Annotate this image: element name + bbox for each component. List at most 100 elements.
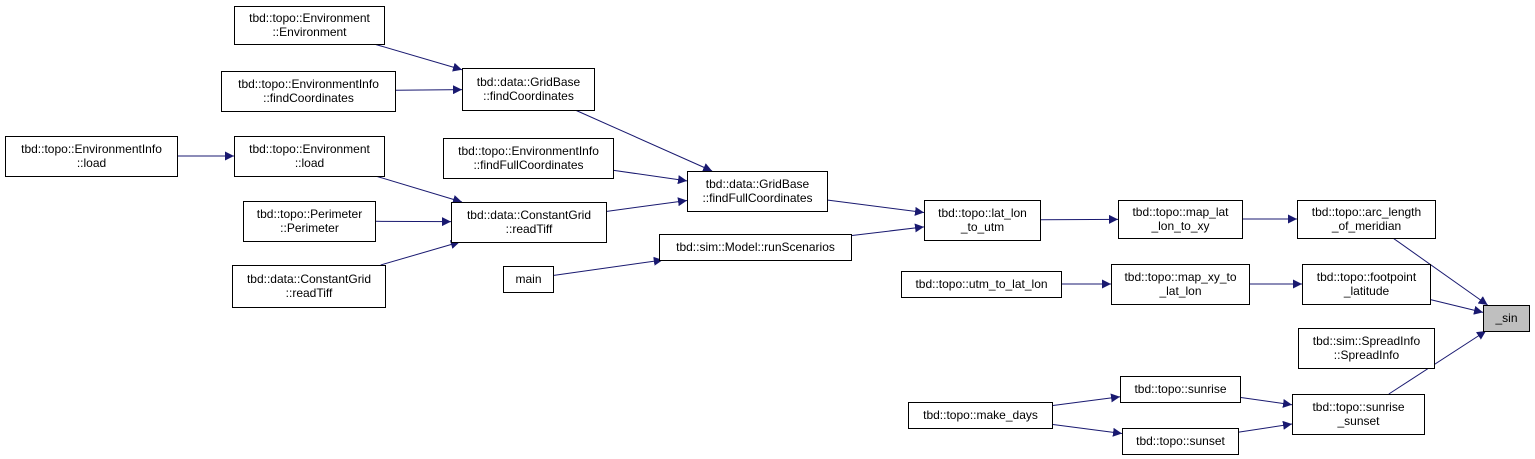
node-ei-find[interactable]: tbd::topo::EnvironmentInfo::findCoordina…: [221, 71, 396, 112]
node-label: ::Environment: [272, 25, 347, 39]
node-label: ::findCoordinates: [483, 89, 574, 103]
node-label: tbd::topo::map_lat: [1132, 205, 1229, 219]
node-sunset[interactable]: tbd::topo::sunset: [1122, 428, 1239, 455]
node-label: ::findFullCoordinates: [702, 191, 812, 205]
node-label: tbd::topo::arc_length: [1312, 205, 1421, 219]
node-box: [221, 71, 396, 112]
edge-make_days-to-sunrise: [1051, 393, 1121, 407]
node-box: [1122, 428, 1239, 455]
node-label: tbd::topo::sunrise: [1134, 382, 1226, 396]
node-label: tbd::topo::sunrise: [1312, 400, 1404, 414]
node-label: tbd::topo::Environment: [249, 11, 370, 25]
node-runscenarios[interactable]: tbd::sim::Model::runScenarios: [659, 234, 852, 261]
node-box: [1302, 264, 1431, 305]
node-box: [232, 265, 386, 308]
node-gb-findfull[interactable]: tbd::data::GridBase::findFullCoordinates: [687, 171, 828, 212]
node-label: _of_meridian: [1331, 219, 1401, 233]
edge-gb_find-to-gb_findfull: [574, 109, 713, 172]
node-footpoint[interactable]: tbd::topo::footpoint_latitude: [1302, 264, 1431, 305]
node-sin[interactable]: _sin: [1483, 305, 1530, 332]
node-box: [503, 266, 554, 293]
edge-env_load-to-cg_readtiff: [375, 175, 463, 204]
edge-env_env-to-gb_find: [373, 43, 463, 72]
node-label: tbd::sim::SpreadInfo: [1313, 334, 1421, 348]
node-box: [1292, 394, 1425, 435]
node-label: _to_utm: [960, 220, 1004, 234]
node-label: tbd::topo::EnvironmentInfo: [238, 77, 379, 91]
node-label: _lat_lon: [1158, 284, 1201, 298]
node-label: tbd::topo::EnvironmentInfo: [21, 142, 162, 156]
node-box: [234, 6, 385, 45]
node-label: _latitude: [1343, 284, 1390, 298]
node-label: ::readTiff: [286, 286, 333, 300]
edge-runscenarios-to-lat_lon_to_utm: [850, 223, 925, 237]
node-label: tbd::data::GridBase: [477, 75, 581, 89]
node-label: ::findFullCoordinates: [473, 158, 583, 172]
edge-sunrise-to-sunrise_sunset: [1239, 396, 1293, 408]
node-gb-find[interactable]: tbd::data::GridBase::findCoordinates: [462, 68, 595, 111]
node-label: tbd::topo::Perimeter: [257, 207, 362, 221]
node-label: tbd::data::ConstantGrid: [467, 208, 591, 222]
node-label: _sunset: [1336, 414, 1380, 428]
node-box: [901, 271, 1062, 298]
edge-sunset-to-sunrise_sunset: [1237, 420, 1293, 433]
node-label: tbd::data::GridBase: [706, 177, 810, 191]
node-box: [443, 138, 614, 179]
node-box: [1120, 376, 1241, 403]
node-box: [462, 68, 595, 111]
node-label: tbd::topo::map_xy_to: [1124, 270, 1236, 284]
node-ei-load[interactable]: tbd::topo::EnvironmentInfo::load: [5, 136, 178, 177]
node-box: [908, 402, 1053, 429]
node-box: [1111, 264, 1250, 305]
edge-sunrise_sunset-to-sin: [1388, 330, 1487, 395]
node-label: ::findCoordinates: [263, 91, 354, 105]
node-box: [5, 136, 178, 177]
node-box: [1118, 200, 1243, 239]
node-label: tbd::topo::make_days: [923, 408, 1038, 422]
node-label: tbd::sim::Model::runScenarios: [676, 240, 835, 254]
edge-footpoint-to-sin: [1429, 299, 1484, 315]
node-box: [234, 136, 385, 177]
node-box: [451, 202, 607, 243]
edge-ei_findfull-to-gb_findfull: [612, 169, 688, 185]
node-spreadinfo[interactable]: tbd::sim::SpreadInfo::SpreadInfo: [1298, 328, 1435, 369]
node-label: ::load: [295, 156, 324, 170]
node-make-days[interactable]: tbd::topo::make_days: [908, 402, 1053, 429]
node-env-env[interactable]: tbd::topo::Environment::Environment: [234, 6, 385, 45]
edge-ei_find-to-gb_find: [394, 85, 463, 95]
node-sunrise-sunset[interactable]: tbd::topo::sunrise_sunset: [1292, 394, 1425, 435]
node-perimeter[interactable]: tbd::topo::Perimeter::Perimeter: [243, 201, 376, 242]
edge-make_days-to-sunset: [1051, 423, 1123, 437]
node-sunrise[interactable]: tbd::topo::sunrise: [1120, 376, 1241, 403]
node-ei-findfull[interactable]: tbd::topo::EnvironmentInfo::findFullCoor…: [443, 138, 614, 179]
node-label: tbd::topo::Environment: [249, 142, 370, 156]
node-box: [243, 201, 376, 242]
node-label: _sin: [1494, 311, 1517, 325]
node-box: [924, 200, 1041, 241]
node-main[interactable]: main: [503, 266, 554, 293]
node-label: tbd::topo::footpoint: [1317, 270, 1417, 284]
node-label: ::SpreadInfo: [1334, 348, 1400, 362]
node-utm-to-lat-lon[interactable]: tbd::topo::utm_to_lat_lon: [901, 271, 1062, 298]
node-label: tbd::data::ConstantGrid: [247, 272, 371, 286]
node-label: tbd::topo::EnvironmentInfo: [458, 144, 599, 158]
node-map-xy[interactable]: tbd::topo::map_xy_to_lat_lon: [1111, 264, 1250, 305]
node-label: tbd::topo::utm_to_lat_lon: [915, 277, 1047, 291]
node-box: [1297, 200, 1436, 239]
edge-cg_readtiff-to-gb_findfull: [605, 197, 688, 212]
edge-arc_length-to-sin: [1392, 237, 1488, 306]
node-lat-lon-to-utm[interactable]: tbd::topo::lat_lon_to_utm: [924, 200, 1041, 241]
node-label: main: [515, 272, 541, 286]
edge-gb_findfull-to-lat_lon_to_utm: [826, 199, 925, 216]
edge-cg_readtiff2-to-cg_readtiff: [380, 240, 460, 266]
node-box: [1483, 305, 1530, 332]
node-label: tbd::topo::lat_lon: [938, 206, 1027, 220]
node-env-load[interactable]: tbd::topo::Environment::load: [234, 136, 385, 177]
node-cg-readtiff[interactable]: tbd::data::ConstantGrid::readTiff: [451, 202, 607, 243]
node-arc-length[interactable]: tbd::topo::arc_length_of_meridian: [1297, 200, 1436, 239]
node-box: [659, 234, 852, 261]
node-label: ::Perimeter: [280, 221, 339, 235]
node-map-lat-lon[interactable]: tbd::topo::map_lat_lon_to_xy: [1118, 200, 1243, 239]
node-cg-readtiff2[interactable]: tbd::data::ConstantGrid::readTiff: [232, 265, 386, 308]
